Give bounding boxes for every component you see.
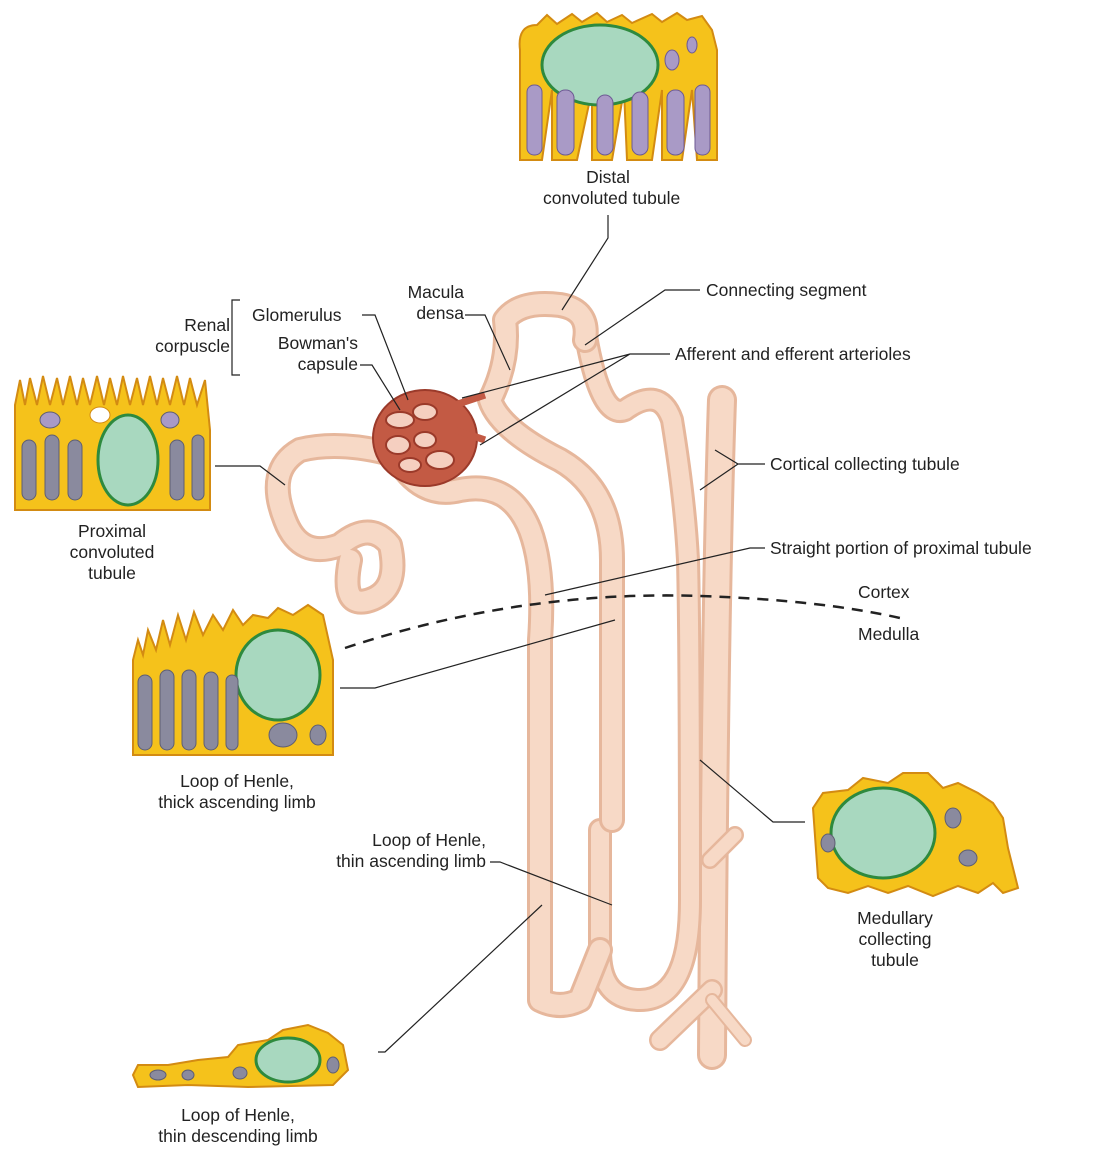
renal-corpuscle: [373, 390, 485, 486]
label-macula-densa: Macula densa: [388, 282, 464, 324]
medullary-collecting-cell: [813, 773, 1018, 896]
label-glomerulus: Glomerulus: [252, 305, 341, 326]
label-connecting-segment: Connecting segment: [706, 280, 867, 301]
label-cortex: Cortex: [858, 582, 910, 603]
proximal-tubule-cell: [15, 376, 210, 510]
label-distal-tubule: Distal convoluted tubule: [543, 167, 673, 209]
label-medulla: Medulla: [858, 624, 919, 645]
thick-ascending-limb-cell: [133, 605, 333, 755]
label-thin-descending: Loop of Henle, thin descending limb: [128, 1105, 348, 1147]
label-thick-ascending: Loop of Henle, thick ascending limb: [132, 771, 342, 813]
nephron-tubule: [278, 304, 745, 1055]
label-cortical-collecting: Cortical collecting tubule: [770, 454, 960, 475]
label-bowmans-capsule: Bowman's capsule: [250, 333, 358, 375]
thin-descending-limb-cell: [133, 1025, 348, 1087]
distal-tubule-cell: [520, 13, 717, 160]
label-straight-proximal: Straight portion of proximal tubule: [770, 538, 1032, 559]
label-proximal-tubule: Proximal convoluted tubule: [52, 521, 172, 584]
label-renal-corpuscle: Renal corpuscle: [140, 315, 230, 357]
label-arterioles: Afferent and efferent arterioles: [675, 344, 911, 365]
label-medullary-collecting: Medullary collecting tubule: [840, 908, 950, 971]
label-thin-ascending: Loop of Henle, thin ascending limb: [290, 830, 486, 872]
